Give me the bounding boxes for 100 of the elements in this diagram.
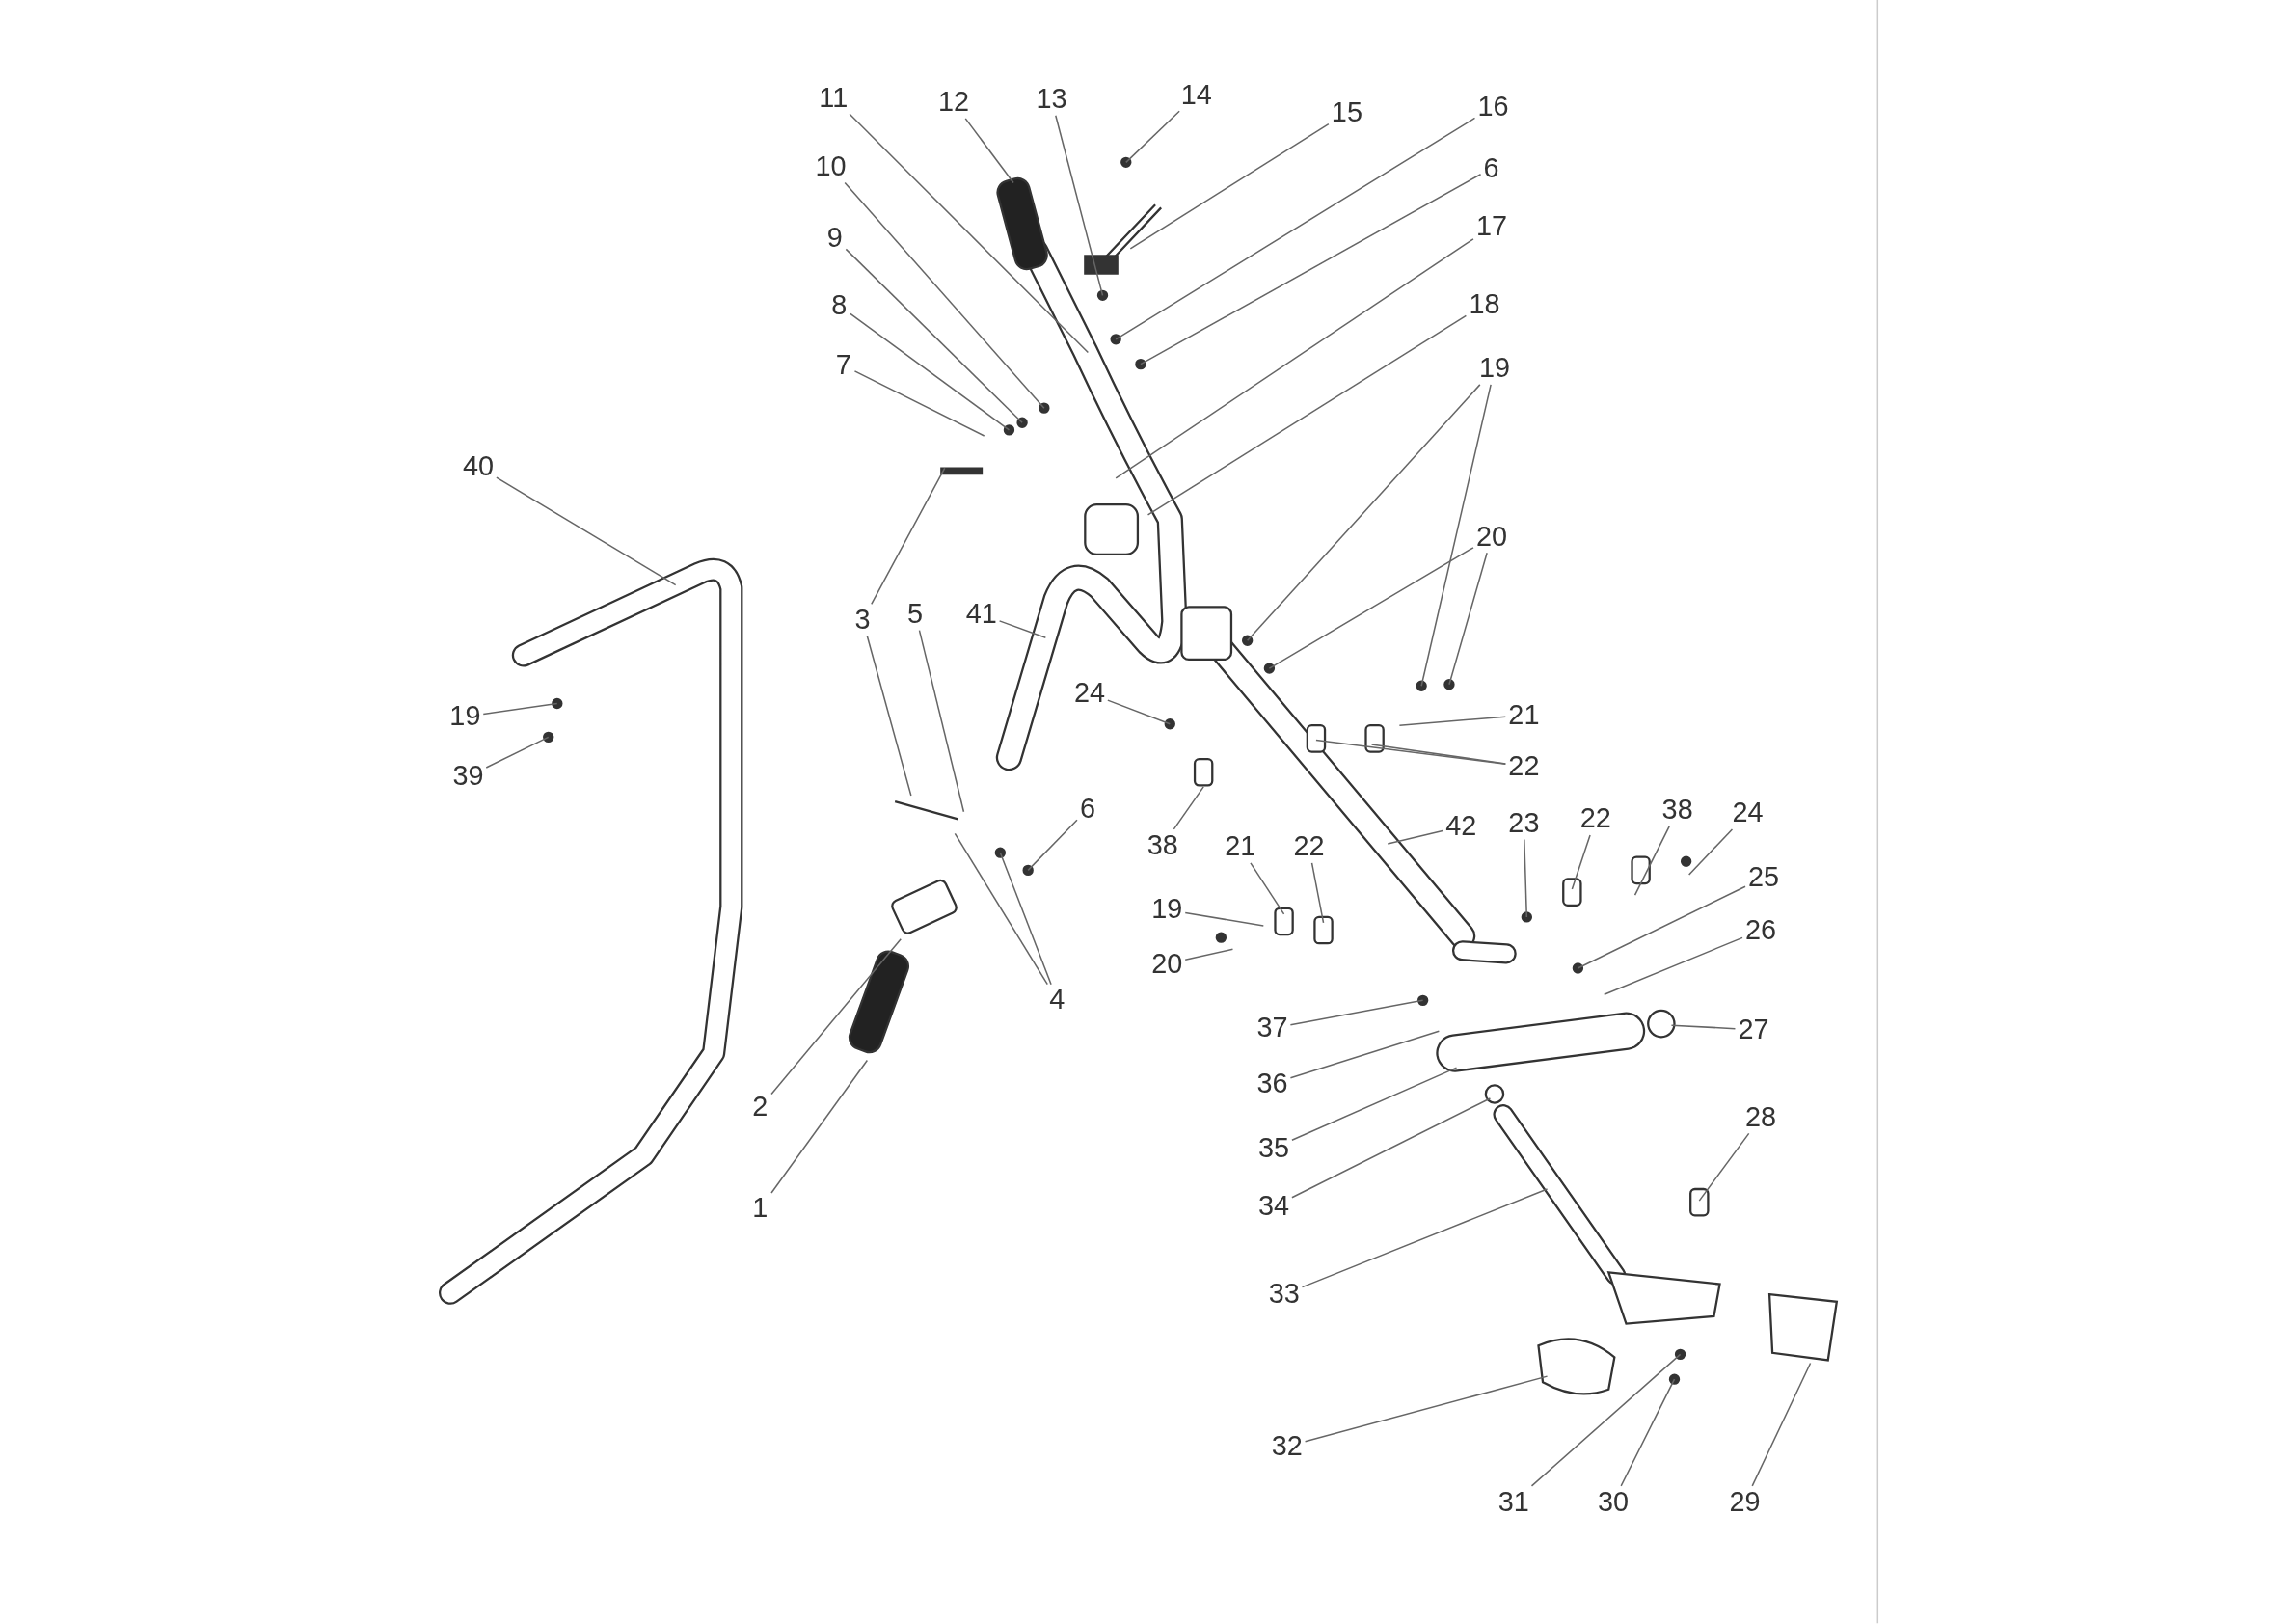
leader-line [1125, 110, 1180, 164]
callout-number: 36 [1256, 1069, 1288, 1098]
leader-line [1027, 819, 1078, 872]
leader-line [1184, 948, 1234, 961]
callout-number: 23 [1508, 808, 1540, 838]
leader-line [1291, 1067, 1458, 1141]
leader-line [1129, 122, 1330, 250]
callout-number: 35 [1258, 1133, 1290, 1163]
callout-number: 8 [831, 290, 848, 321]
callout-number: 19 [1479, 354, 1511, 384]
callout-number: 4 [1049, 986, 1066, 1015]
callout-number: 40 [463, 451, 495, 481]
leader-line [1184, 911, 1265, 927]
callout-number: 21 [1225, 831, 1256, 862]
leader-line [999, 852, 1052, 986]
callout-number: 19 [449, 701, 481, 732]
leader-line [496, 476, 677, 586]
callout-number: 24 [1732, 798, 1764, 828]
leader-line [1055, 115, 1104, 297]
leader-line [1250, 862, 1285, 915]
callout-number: 27 [1738, 1015, 1769, 1044]
callout-number: 42 [1445, 811, 1477, 842]
leader-line [1387, 829, 1443, 845]
callout-number: 39 [452, 762, 484, 792]
callout-number: 15 [1331, 97, 1362, 127]
callout-number: 29 [1729, 1487, 1761, 1517]
leader-line [770, 937, 902, 1096]
leader-line [1173, 786, 1204, 830]
leader-line [1310, 862, 1325, 924]
leader-line [482, 702, 558, 716]
leader-line [1670, 1024, 1737, 1030]
leader-line [1289, 1030, 1441, 1079]
leader-line [1420, 384, 1492, 688]
callout-number: 30 [1597, 1487, 1629, 1517]
callout-number: 22 [1293, 831, 1325, 862]
callout-number: 19 [1151, 895, 1183, 925]
leader-line [998, 620, 1047, 638]
leader-line [850, 312, 1011, 431]
callout-number: 38 [1146, 830, 1178, 860]
leader-line [1140, 174, 1482, 365]
callout-number: 38 [1661, 796, 1693, 826]
callout-number: 9 [826, 224, 843, 254]
leader-line [1115, 117, 1476, 340]
leader-line [849, 113, 1090, 354]
leader-line [1698, 1132, 1750, 1202]
leader-line [1315, 739, 1507, 766]
leader-line [1524, 838, 1528, 918]
callout-number: 31 [1497, 1487, 1529, 1517]
callout-number: 41 [965, 599, 997, 630]
callout-number: 6 [1080, 794, 1096, 824]
callout-number: 12 [937, 88, 969, 118]
leader-line [770, 1059, 869, 1194]
callout-number: 25 [1748, 862, 1780, 893]
callout-number: 11 [819, 83, 849, 113]
callout-number: 37 [1256, 1014, 1288, 1043]
callout-number: 33 [1268, 1280, 1300, 1310]
leader-line [964, 118, 1014, 184]
callout-number: 16 [1477, 92, 1509, 122]
leader-line [1448, 552, 1488, 686]
leader-line [1107, 699, 1172, 725]
leader-line [1289, 999, 1424, 1026]
callout-number: 34 [1258, 1192, 1290, 1222]
leader-line [1146, 314, 1468, 516]
leader-line [1751, 1362, 1812, 1487]
leader-line [954, 832, 1048, 986]
leader-line [844, 181, 1045, 409]
callout-number: 32 [1271, 1431, 1303, 1462]
leader-line [1577, 885, 1746, 969]
callout-number: 26 [1745, 915, 1777, 945]
callout-number: 21 [1508, 700, 1540, 730]
callout-number: 20 [1151, 949, 1183, 979]
callout-number: 2 [752, 1092, 769, 1123]
callout-number: 24 [1073, 678, 1105, 709]
leader-line [1115, 238, 1474, 479]
leader-line [1633, 826, 1670, 896]
leader-line [1398, 716, 1507, 726]
leader-line [1620, 1378, 1676, 1487]
callout-number: 7 [835, 351, 851, 381]
callout-number: 14 [1180, 80, 1212, 110]
callout-number: 17 [1476, 211, 1508, 242]
callout-number: 3 [854, 605, 871, 636]
callout-number: 6 [1483, 153, 1499, 183]
callout-number: 20 [1476, 522, 1508, 552]
leader-line [845, 248, 1023, 424]
leader-line [853, 370, 985, 437]
callout-number: 28 [1745, 1102, 1777, 1132]
leader-line [918, 629, 965, 813]
leader-line [1301, 1188, 1549, 1288]
callout-number: 10 [815, 151, 847, 182]
leader-line [1530, 1353, 1682, 1487]
callout-number: 5 [907, 599, 924, 630]
callout-number: 1 [752, 1193, 769, 1223]
leader-line [1246, 384, 1481, 642]
leader-line [1291, 1097, 1492, 1199]
leader-line [1571, 834, 1591, 890]
leader-line [485, 736, 550, 769]
callout-number: 18 [1469, 289, 1500, 319]
leader-line [1603, 936, 1743, 996]
callout-number: 22 [1579, 804, 1611, 834]
callout-number: 13 [1036, 84, 1067, 115]
